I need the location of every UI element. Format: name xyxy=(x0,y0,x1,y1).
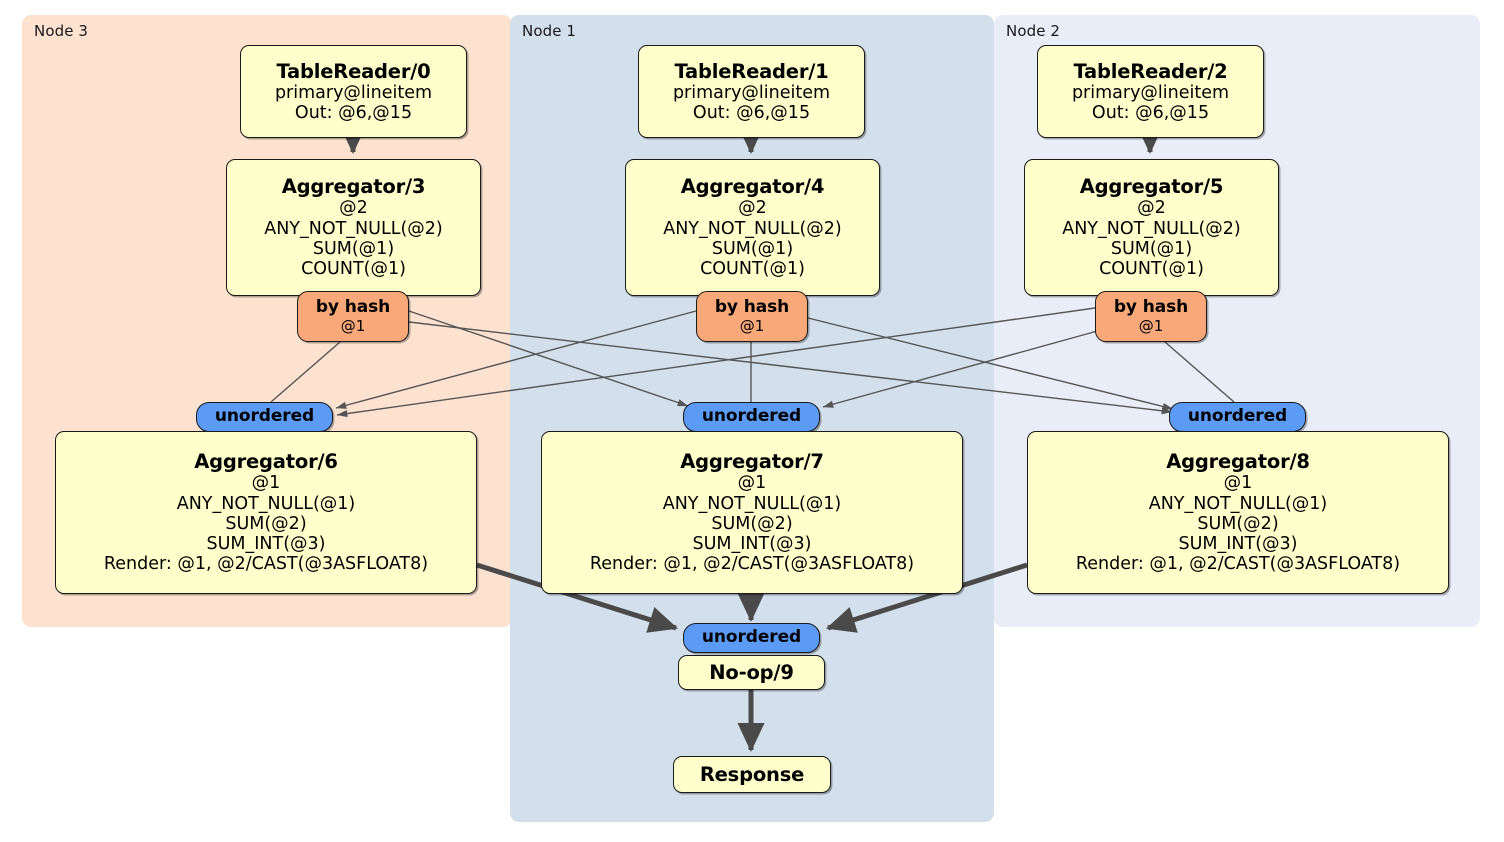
panel-label-node-1: Node 1 xyxy=(522,22,577,40)
node-by-hash-3[interactable]: by hash@1 xyxy=(297,291,409,342)
node-by-hash-5[interactable]: by hash@1 xyxy=(1095,291,1207,342)
panel-label-node-2: Node 2 xyxy=(1006,22,1061,40)
node-title-aggregator-6: Aggregator/6 xyxy=(194,450,338,474)
node-line-aggregator-8-0: @1 xyxy=(1223,473,1253,494)
node-unordered-8[interactable]: unordered xyxy=(1169,402,1306,432)
node-title-aggregator-3: Aggregator/3 xyxy=(281,175,426,199)
node-line-aggregator-8-4: Render: @1, @2/CAST(@3ASFLOAT8) xyxy=(1075,554,1401,575)
node-line-tablereader-0-1: Out: @6,@15 xyxy=(294,103,413,123)
node-line-aggregator-3-0: @2 xyxy=(339,198,368,219)
node-title-aggregator-7: Aggregator/7 xyxy=(680,450,824,474)
node-line-aggregator-3-2: SUM(@1) xyxy=(312,239,395,259)
node-line-aggregator-8-3: SUM_INT(@3) xyxy=(1178,534,1298,555)
node-title-unordered-8: unordered xyxy=(1187,406,1288,427)
node-line-by-hash-5-0: @1 xyxy=(1138,316,1164,335)
node-line-tablereader-2-1: Out: @6,@15 xyxy=(1091,103,1210,123)
node-title-unordered-6: unordered xyxy=(214,406,315,427)
node-line-tablereader-1-1: Out: @6,@15 xyxy=(692,103,811,123)
node-response[interactable]: Response xyxy=(673,756,831,793)
node-line-aggregator-6-2: SUM(@2) xyxy=(225,513,307,534)
node-by-hash-4[interactable]: by hash@1 xyxy=(696,291,808,342)
node-line-aggregator-5-2: SUM(@1) xyxy=(1110,239,1193,259)
node-title-response: Response xyxy=(699,763,805,786)
node-line-aggregator-7-2: SUM(@2) xyxy=(711,513,793,534)
node-line-aggregator-4-2: SUM(@1) xyxy=(711,239,794,259)
node-no-op-9[interactable]: No-op/9 xyxy=(678,655,825,690)
node-title-aggregator-4: Aggregator/4 xyxy=(680,175,825,199)
node-line-aggregator-6-4: Render: @1, @2/CAST(@3ASFLOAT8) xyxy=(103,554,429,575)
node-line-by-hash-4-0: @1 xyxy=(739,316,765,335)
node-line-aggregator-5-0: @2 xyxy=(1137,198,1166,219)
node-title-tablereader-0: TableReader/0 xyxy=(276,59,431,83)
node-title-aggregator-8: Aggregator/8 xyxy=(1166,450,1310,474)
node-line-tablereader-0-0: primary@lineitem xyxy=(274,82,433,103)
node-line-aggregator-6-1: ANY_NOT_NULL(@1) xyxy=(176,493,356,514)
node-line-aggregator-7-1: ANY_NOT_NULL(@1) xyxy=(662,493,842,514)
node-line-aggregator-6-3: SUM_INT(@3) xyxy=(206,534,326,555)
node-line-aggregator-3-3: COUNT(@1) xyxy=(301,259,406,280)
node-line-aggregator-3-1: ANY_NOT_NULL(@2) xyxy=(264,218,443,239)
node-title-by-hash-4: by hash xyxy=(714,297,790,318)
node-unordered-7[interactable]: unordered xyxy=(683,402,820,432)
node-title-tablereader-2: TableReader/2 xyxy=(1073,59,1228,83)
node-line-aggregator-8-2: SUM(@2) xyxy=(1197,513,1279,534)
node-unordered-final[interactable]: unordered xyxy=(683,623,820,653)
node-line-aggregator-7-4: Render: @1, @2/CAST(@3ASFLOAT8) xyxy=(589,554,915,575)
panel-label-node-3: Node 3 xyxy=(34,22,89,40)
node-title-by-hash-3: by hash xyxy=(315,297,391,318)
node-title-tablereader-1: TableReader/1 xyxy=(674,59,829,83)
node-line-aggregator-7-0: @1 xyxy=(737,473,767,494)
node-line-aggregator-5-1: ANY_NOT_NULL(@2) xyxy=(1062,218,1241,239)
node-title-unordered-final: unordered xyxy=(701,627,802,648)
node-line-tablereader-2-0: primary@lineitem xyxy=(1071,82,1230,103)
node-title-unordered-7: unordered xyxy=(701,406,802,427)
node-title-no-op-9: No-op/9 xyxy=(709,661,794,684)
node-line-aggregator-4-1: ANY_NOT_NULL(@2) xyxy=(663,218,842,239)
node-line-aggregator-5-3: COUNT(@1) xyxy=(1099,259,1204,280)
node-line-aggregator-7-3: SUM_INT(@3) xyxy=(692,534,812,555)
node-line-tablereader-1-0: primary@lineitem xyxy=(672,82,831,103)
node-line-aggregator-6-0: @1 xyxy=(251,473,281,494)
node-line-by-hash-3-0: @1 xyxy=(340,316,366,335)
node-line-aggregator-4-3: COUNT(@1) xyxy=(700,259,805,280)
node-title-by-hash-5: by hash xyxy=(1113,297,1189,318)
node-unordered-6[interactable]: unordered xyxy=(196,402,333,432)
node-line-aggregator-8-1: ANY_NOT_NULL(@1) xyxy=(1148,493,1328,514)
node-line-aggregator-4-0: @2 xyxy=(738,198,767,219)
node-title-aggregator-5: Aggregator/5 xyxy=(1079,175,1224,199)
